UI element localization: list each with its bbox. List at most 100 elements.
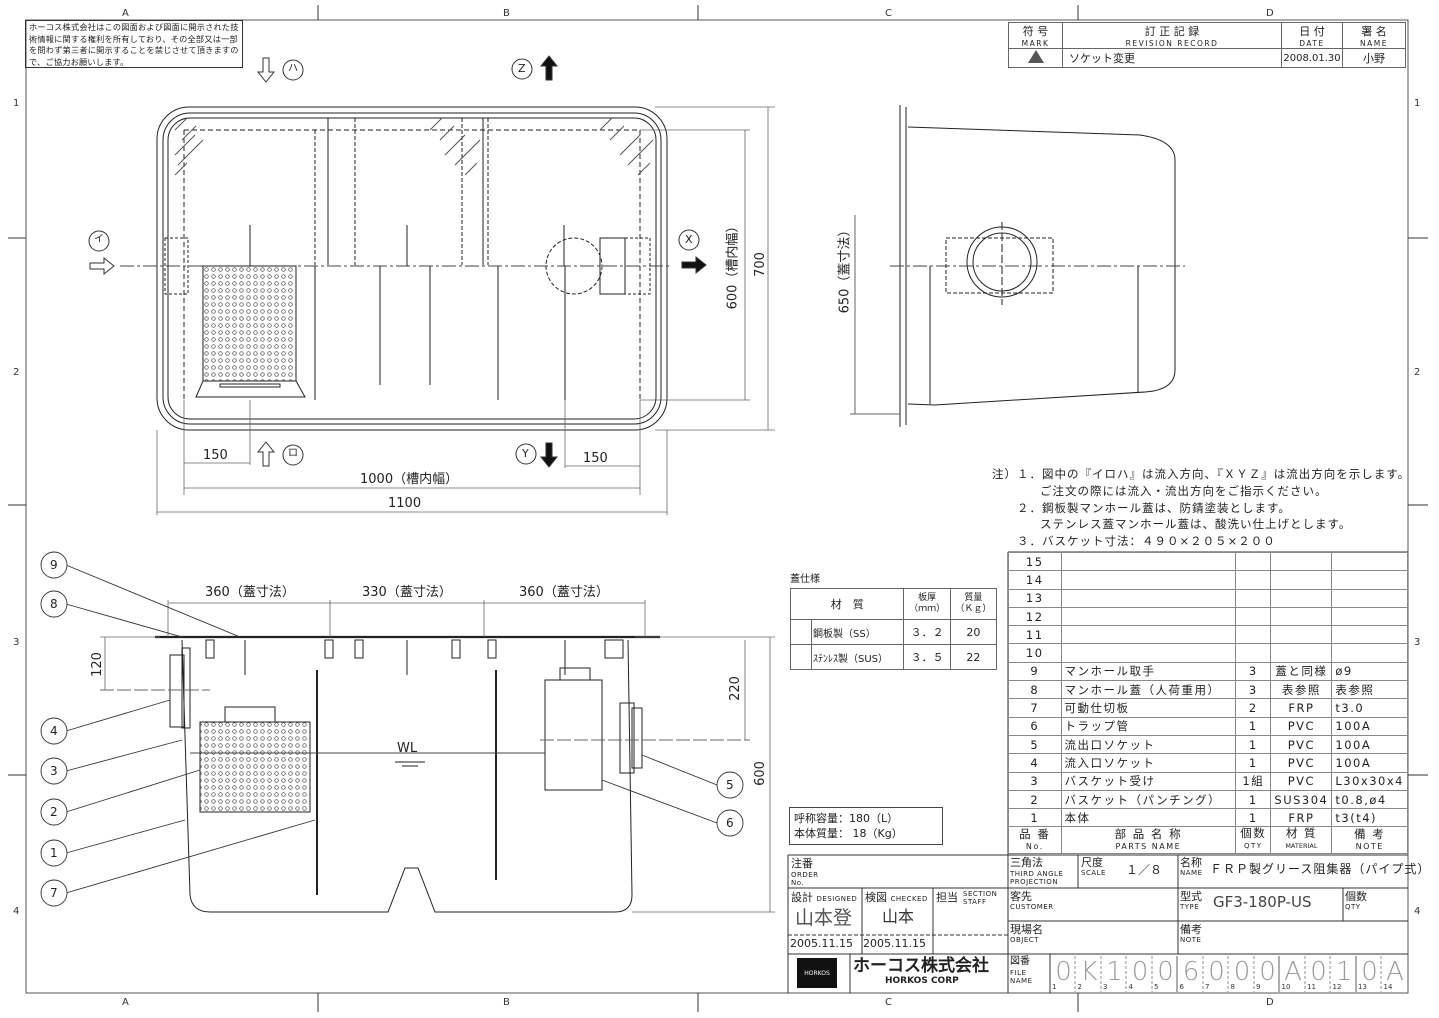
part-material: 表参照: [1270, 680, 1333, 700]
file-char: 0: [1208, 957, 1225, 987]
note-3: ３．バスケット寸法：４９０×２０５×２００: [1017, 534, 1276, 548]
rev-mark: [1008, 48, 1063, 68]
balloon-8: 8: [50, 597, 58, 611]
zone-row-1-right: 1: [1414, 98, 1421, 109]
qty-label-en: QTY: [1345, 903, 1361, 911]
file-char: 0: [1361, 957, 1378, 987]
dim-lid-1: 360（蓋寸法）: [205, 585, 295, 600]
lid-thickness-ss: ３．２: [903, 619, 951, 645]
company-name: ホーコス株式会社: [853, 956, 989, 976]
file-char-index: 2: [1077, 983, 1082, 991]
company-name-en: HORKOS CORP: [885, 976, 959, 986]
checked-label: 検図 CHECKED: [865, 891, 928, 904]
part-material: 蓋と同様: [1270, 661, 1333, 682]
balloon-1: 1: [50, 846, 58, 860]
projection-label: 三角法: [1010, 856, 1043, 869]
parts-row: 11: [1008, 625, 1408, 645]
rev-row: ソケット変更 2008.01.30 小野: [1008, 48, 1406, 68]
part-no: 15: [1008, 551, 1062, 572]
staff-label: 担当: [936, 891, 958, 904]
dim-inner-width: 1000（槽内幅）: [360, 472, 459, 487]
file-char: 0: [1131, 957, 1149, 987]
part-no: 11: [1008, 625, 1062, 645]
part-name: [1060, 643, 1237, 663]
part-qty: [1235, 551, 1272, 572]
part-name: [1060, 551, 1237, 572]
dim-outlet-depth: 220: [727, 676, 743, 701]
balloon-6: 6: [726, 816, 734, 830]
lid-thickness-sus: ３．５: [903, 644, 951, 670]
part-material: FRP: [1270, 808, 1333, 828]
scale-label: 尺度: [1081, 856, 1103, 869]
part-no: 1: [1008, 808, 1062, 828]
file-char: 6: [1182, 957, 1200, 987]
part-name: [1060, 570, 1237, 590]
part-note: [1331, 588, 1408, 608]
checked-date: 2005.11.15: [863, 937, 926, 950]
part-no: 4: [1008, 753, 1062, 773]
part-note: [1331, 625, 1408, 645]
type-label: 型式: [1180, 890, 1202, 903]
part-note: t0.8,ø4: [1331, 789, 1408, 810]
zone-col-c-bottom: C: [885, 997, 892, 1008]
customer-label-en: CUSTOMER: [1010, 903, 1054, 911]
part-material: [1270, 643, 1333, 663]
part-name: トラップ管: [1060, 716, 1237, 736]
balloon-4: 4: [50, 724, 58, 738]
note-1: 注）１．図中の『イロハ』は流入方向、『ＸＹＺ』は流出方向を示します。: [992, 467, 1411, 481]
part-material: [1270, 606, 1333, 627]
file-label-en: FILE NAME: [1010, 969, 1033, 985]
part-no: 9: [1008, 661, 1062, 682]
qty-label: 個数: [1345, 890, 1367, 903]
parts-row: 12: [1008, 606, 1408, 627]
part-name: [1060, 606, 1237, 627]
lid-mass-ss: 20: [949, 619, 998, 645]
customer-label: 客先: [1010, 890, 1032, 903]
part-note: 100A: [1331, 716, 1408, 736]
zone-row-4: 4: [13, 906, 20, 917]
file-char: 1: [1335, 957, 1353, 987]
zone-row-3: 3: [13, 637, 20, 648]
capacity-box: 呼称容量：180（L） 本体質量： 18（Kg）: [789, 807, 943, 845]
part-note: 100A: [1331, 734, 1408, 755]
part-note: t3(t4): [1331, 808, 1408, 828]
body-mass: 本体質量： 18（Kg）: [794, 827, 903, 840]
dim-lid-2: 330（蓋寸法）: [362, 585, 452, 600]
note-1b: ご注文の際には流入・流出方向をご指示ください。: [1040, 484, 1328, 498]
part-note: ø9: [1331, 661, 1408, 682]
side-view: [850, 105, 1185, 427]
flow-label-x: X: [685, 233, 693, 246]
zone-row-2-right: 2: [1414, 367, 1421, 378]
note-2b: ステンレス蓋マンホール蓋は、酸洗い仕上げとします。: [1040, 517, 1352, 531]
object-label-en: OBJECT: [1010, 936, 1039, 944]
product-type: GF3-180P-US: [1213, 893, 1312, 911]
part-note: 100A: [1331, 753, 1408, 773]
name-label-en: NAME: [1180, 869, 1203, 877]
part-note: L30x30x4: [1331, 771, 1408, 791]
dim-lid-3: 360（蓋寸法）: [519, 585, 609, 600]
part-no: 12: [1008, 606, 1062, 627]
rev-name: 小野: [1342, 48, 1406, 68]
file-char: 0: [1055, 957, 1072, 987]
zone-col-b-bottom: B: [503, 997, 510, 1008]
file-char: 0: [1157, 957, 1174, 987]
part-material: [1270, 551, 1333, 572]
part-material: PVC: [1270, 753, 1333, 773]
order-label-en: ORDER No.: [791, 871, 819, 887]
section-view: [100, 635, 750, 913]
flow-label-ro: ロ: [288, 448, 298, 459]
part-material: [1270, 625, 1333, 645]
part-material: [1270, 570, 1333, 590]
flow-label-y: Y: [522, 447, 529, 460]
flow-label-z: Z: [518, 62, 526, 75]
part-qty: [1235, 606, 1272, 627]
balloon-2: 2: [50, 805, 58, 819]
file-char: 1: [1106, 957, 1123, 987]
part-no: 7: [1008, 698, 1062, 718]
